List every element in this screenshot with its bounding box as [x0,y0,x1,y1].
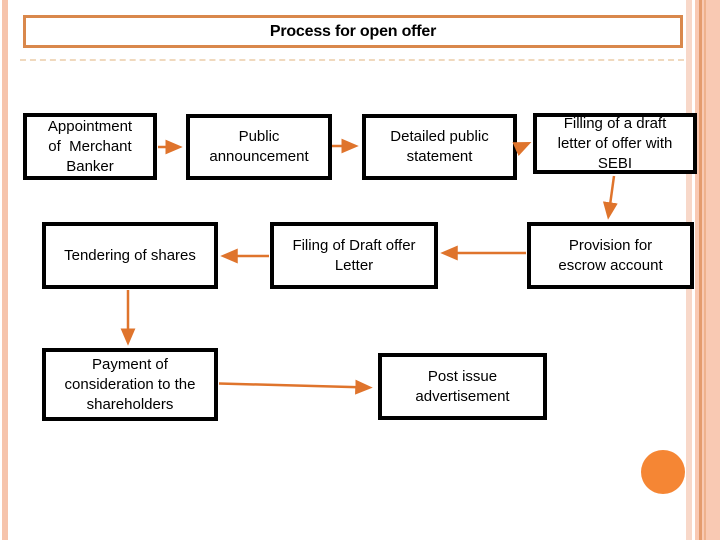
flow-box-label: Public announcement [209,128,309,165]
flow-box-filing-draft-offer-letter: Filing of Draft offer Letter [270,222,438,289]
flow-box-label: Appointment of Merchant Banker [47,117,133,175]
flow-box-label: Filling of a draft letter of offer with … [557,114,673,172]
flow-box-label: Provision for escrow account [558,236,663,274]
flow-box-detailed-public-statement: Detailed public statement [362,114,517,180]
flow-box-label: Post issue advertisement [415,367,510,405]
right-edge-stripe-line-2 [704,0,706,540]
right-edge-stripe-line-1 [699,0,702,540]
slide-title-box: Process for open offer [23,15,683,48]
flow-box-post-issue-advertisement: Post issue advertisement [378,353,547,420]
flow-box-payment-consideration: Payment of consideration to the sharehol… [42,348,218,421]
title-dashed-underline [20,59,684,61]
flow-box-appointment-merchant-banker: Appointment of Merchant Banker [23,113,157,180]
flow-box-label: Payment of consideration to the sharehol… [64,355,196,413]
slide-title: Process for open offer [269,22,437,40]
flow-box-tendering-of-shares: Tendering of shares [42,222,218,289]
arrow-detailed-to-sebi [512,141,532,156]
flow-box-label: Tendering of shares [64,246,196,264]
flow-box-escrow-account: Provision for escrow account [527,222,694,289]
flow-box-label: Detailed public statement [390,128,489,165]
left-edge-stripe [2,0,8,540]
flow-box-draft-letter-sebi: Filling of a draft letter of offer with … [533,113,697,174]
arrow-sebi-to-escrow [602,175,618,220]
flow-box-public-announcement: Public announcement [186,114,332,180]
accent-circle [641,450,685,494]
arrow-payment-to-post-issue [218,379,373,395]
flow-box-label: Filing of Draft offer Letter [292,236,416,274]
